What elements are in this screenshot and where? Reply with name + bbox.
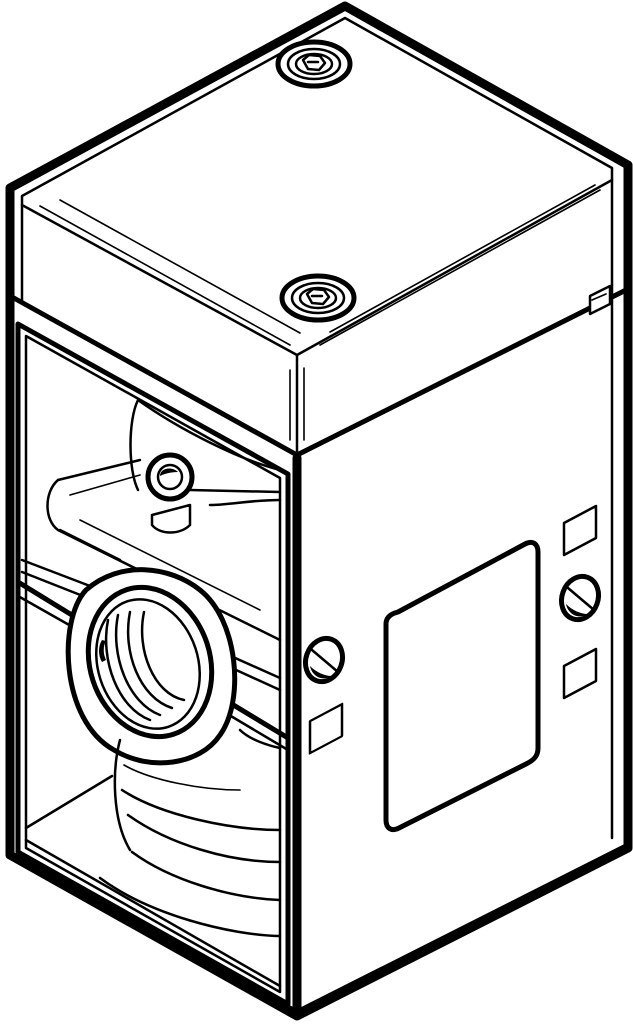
bowl-left: [113, 738, 132, 852]
left-mount-hole: [302, 635, 346, 685]
screw-head-ring: [286, 47, 342, 81]
right-marker-square-bottom: [562, 647, 598, 700]
bowl-ring-3: [130, 850, 282, 902]
left-window-inner: [24, 334, 282, 994]
top-cap-left-band: [39, 199, 301, 346]
body-outline: [5, 1, 633, 1021]
left-window-frame: [15, 321, 291, 1007]
left-face: [15, 321, 302, 1017]
right-marker-square-top: [562, 504, 598, 557]
upper-bar-edge: [69, 474, 261, 611]
port-thread-shade: [99, 640, 106, 662]
port-thread-1: [104, 618, 152, 722]
left-lower-edge: [7, 852, 300, 1015]
screw-head-inner: [298, 286, 338, 310]
right-mount-hole-shadow: [566, 604, 588, 617]
top-cap: [9, 16, 629, 458]
label-plate: [383, 539, 541, 833]
cap-screw-bottom: [279, 273, 357, 323]
threaded-port: [65, 567, 238, 766]
right-lower-edge: [294, 843, 629, 1015]
port-thread-3: [126, 610, 174, 710]
lug-ring-outer: [145, 452, 195, 502]
hex-socket-icon: [301, 53, 327, 72]
screw-head-ring: [290, 281, 346, 315]
port-thread-2: [114, 613, 162, 717]
hex-socket-icon: [305, 287, 331, 306]
lower-chamber: [98, 728, 282, 938]
bowl-base: [98, 876, 282, 938]
right-face: [7, 283, 629, 1015]
left-marker-square: [308, 702, 344, 755]
top-cap-lower-edge-left: [9, 294, 300, 458]
bowl-ring-2: [126, 813, 282, 864]
lug-ring-shadow: [160, 468, 178, 476]
cap-marker: [588, 284, 612, 316]
upper-bar-right: [188, 488, 282, 507]
port-bore-inner: [95, 598, 201, 730]
bowl-ring-4: [123, 764, 241, 791]
screw-head-inner: [294, 52, 334, 76]
top-cap-right-band: [319, 184, 601, 346]
bowl-ring-1: [120, 788, 282, 832]
lug-ring-inner: [156, 463, 184, 491]
bowl-right: [238, 728, 282, 750]
upper-cylinder: [129, 398, 282, 492]
lug: [150, 503, 192, 534]
upper-bar: [46, 458, 282, 642]
port-thread-4: [140, 610, 186, 702]
cap-screw-top: [275, 39, 353, 89]
top-cap-corner-fillet: [289, 367, 305, 441]
top-cap-lower-edge-right: [294, 287, 629, 458]
chamber-floor: [24, 774, 282, 988]
